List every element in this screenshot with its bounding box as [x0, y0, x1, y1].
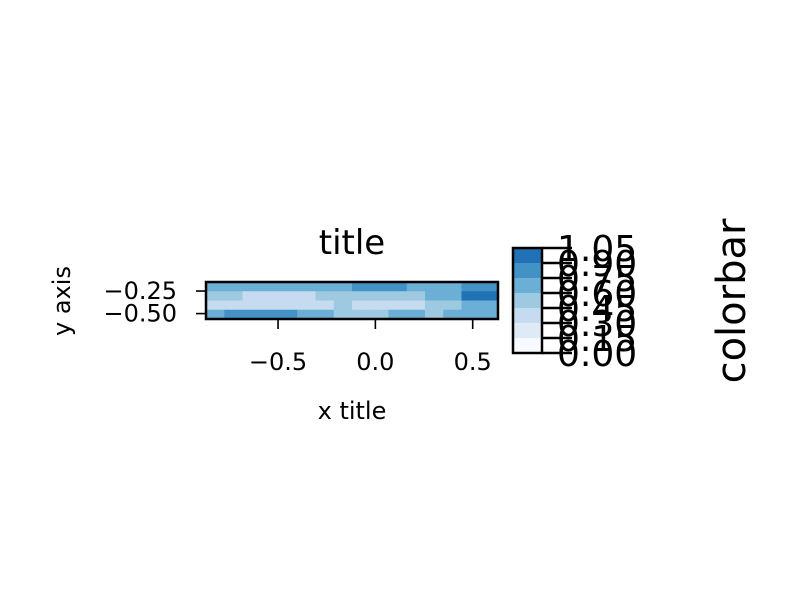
heatmap-cell — [315, 282, 335, 292]
heatmap-cell — [425, 309, 444, 319]
heatmap-cell — [224, 309, 244, 319]
heatmap-cell — [425, 300, 444, 311]
heatmap-cell — [333, 291, 353, 302]
colorbar-band — [513, 263, 542, 278]
heatmap-cell — [425, 291, 444, 302]
heatmap-cell — [388, 291, 408, 302]
heatmap-cell — [315, 291, 335, 302]
colorbar-band — [513, 323, 542, 338]
colorbar-tick-label: 0.90 — [557, 244, 637, 285]
heatmap-cell — [388, 282, 408, 292]
heatmap-cell — [461, 291, 481, 302]
colorbar-frame — [511, 246, 544, 355]
heatmap-cell — [479, 309, 498, 319]
heatmap-cell — [224, 291, 244, 302]
heatmap-cell — [370, 300, 390, 311]
heatmap-cell — [206, 291, 225, 302]
colorbar-tick-label: 0.00 — [557, 334, 637, 375]
heatmap-cell — [242, 282, 262, 292]
heatmap-cell — [279, 291, 298, 302]
heatmap-cell — [224, 300, 244, 311]
heatmap-cell — [370, 282, 390, 292]
heatmap-cell — [242, 291, 262, 302]
heatmap-cell — [260, 291, 280, 302]
chart-title: title — [319, 223, 385, 263]
heatmap-cell — [443, 291, 463, 302]
heatmap-cell — [370, 291, 390, 302]
heatmap-cell — [333, 309, 353, 319]
plot-frame — [204, 280, 500, 321]
heatmap-cell — [242, 300, 262, 311]
colorbar-band — [513, 248, 542, 263]
heatmap-cell — [443, 300, 463, 311]
colorbar-band — [513, 278, 542, 293]
heatmap-cell — [297, 300, 317, 311]
colorbar-tick-label: 0.15 — [557, 319, 637, 360]
heatmap-cell — [406, 309, 426, 319]
heatmap-cell — [370, 309, 390, 319]
heatmap-cell — [224, 282, 244, 292]
heatmap-cell — [260, 282, 280, 292]
heatmap-fill — [206, 282, 498, 319]
colorbar-tick-label: 0.60 — [557, 274, 637, 315]
heatmap-cell — [352, 282, 371, 292]
y-axis: −0.25−0.50 — [103, 277, 206, 328]
x-tick-label: 0.0 — [356, 348, 394, 376]
colorbar-ticks: 0.000.150.300.450.600.750.901.05 — [542, 229, 637, 375]
heatmap-cell — [206, 282, 225, 292]
colorbar-tick-label: 1.05 — [557, 229, 637, 270]
x-tick-label: 0.5 — [454, 348, 492, 376]
colorbar-tick-label: 0.45 — [557, 289, 637, 330]
heatmap-cell — [260, 309, 280, 319]
heatmap-cell — [352, 309, 371, 319]
heatmap-cell — [388, 309, 408, 319]
colorbar-tick-label: 0.30 — [557, 304, 637, 345]
heatmap-cell — [297, 309, 317, 319]
heatmap-cell — [406, 282, 426, 292]
heatmap-cell — [279, 300, 298, 311]
colorbar — [513, 248, 542, 353]
y-tick-label: −0.50 — [103, 300, 177, 328]
heatmap-cell — [406, 300, 426, 311]
heatmap-cell — [443, 282, 463, 292]
colorbar-tick-label: 0.75 — [557, 259, 637, 300]
colorbar-label: colorbar — [709, 218, 755, 383]
heatmap-cell — [242, 309, 262, 319]
y-tick-label: −0.25 — [103, 277, 177, 305]
colorbar-band — [513, 338, 542, 353]
y-axis-label: y axis — [48, 266, 76, 336]
x-axis: −0.5 0.0 0.5 — [249, 319, 492, 376]
heatmap-cell — [260, 300, 280, 311]
colorbar-band — [513, 308, 542, 323]
heatmap-cell — [297, 282, 317, 292]
heatmap-cell — [461, 300, 481, 311]
heatmap-cell — [352, 300, 371, 311]
heatmap-cell — [333, 282, 353, 292]
heatmap-cell — [315, 309, 335, 319]
heatmap-cell — [479, 282, 498, 292]
heatmap-cell — [279, 282, 298, 292]
heatmap-cell — [315, 300, 335, 311]
heatmap-cell — [206, 300, 225, 311]
x-tick-label: −0.5 — [249, 348, 307, 376]
heatmap-cell — [443, 309, 463, 319]
heatmap-cell — [461, 309, 481, 319]
heatmap-cell — [206, 309, 225, 319]
heatmap-cell — [479, 291, 498, 302]
heatmap-cell — [461, 282, 481, 292]
heatmap-cell — [406, 291, 426, 302]
heatmap-cell — [352, 291, 371, 302]
heatmap-cell — [388, 300, 408, 311]
heatmap-cell — [333, 300, 353, 311]
heatmap-cell — [425, 282, 444, 292]
x-axis-label: x title — [318, 397, 387, 425]
heatmap-cell — [279, 309, 298, 319]
colorbar-band — [513, 293, 542, 308]
heatmap-cell — [297, 291, 317, 302]
heatmap-cell — [479, 300, 498, 311]
